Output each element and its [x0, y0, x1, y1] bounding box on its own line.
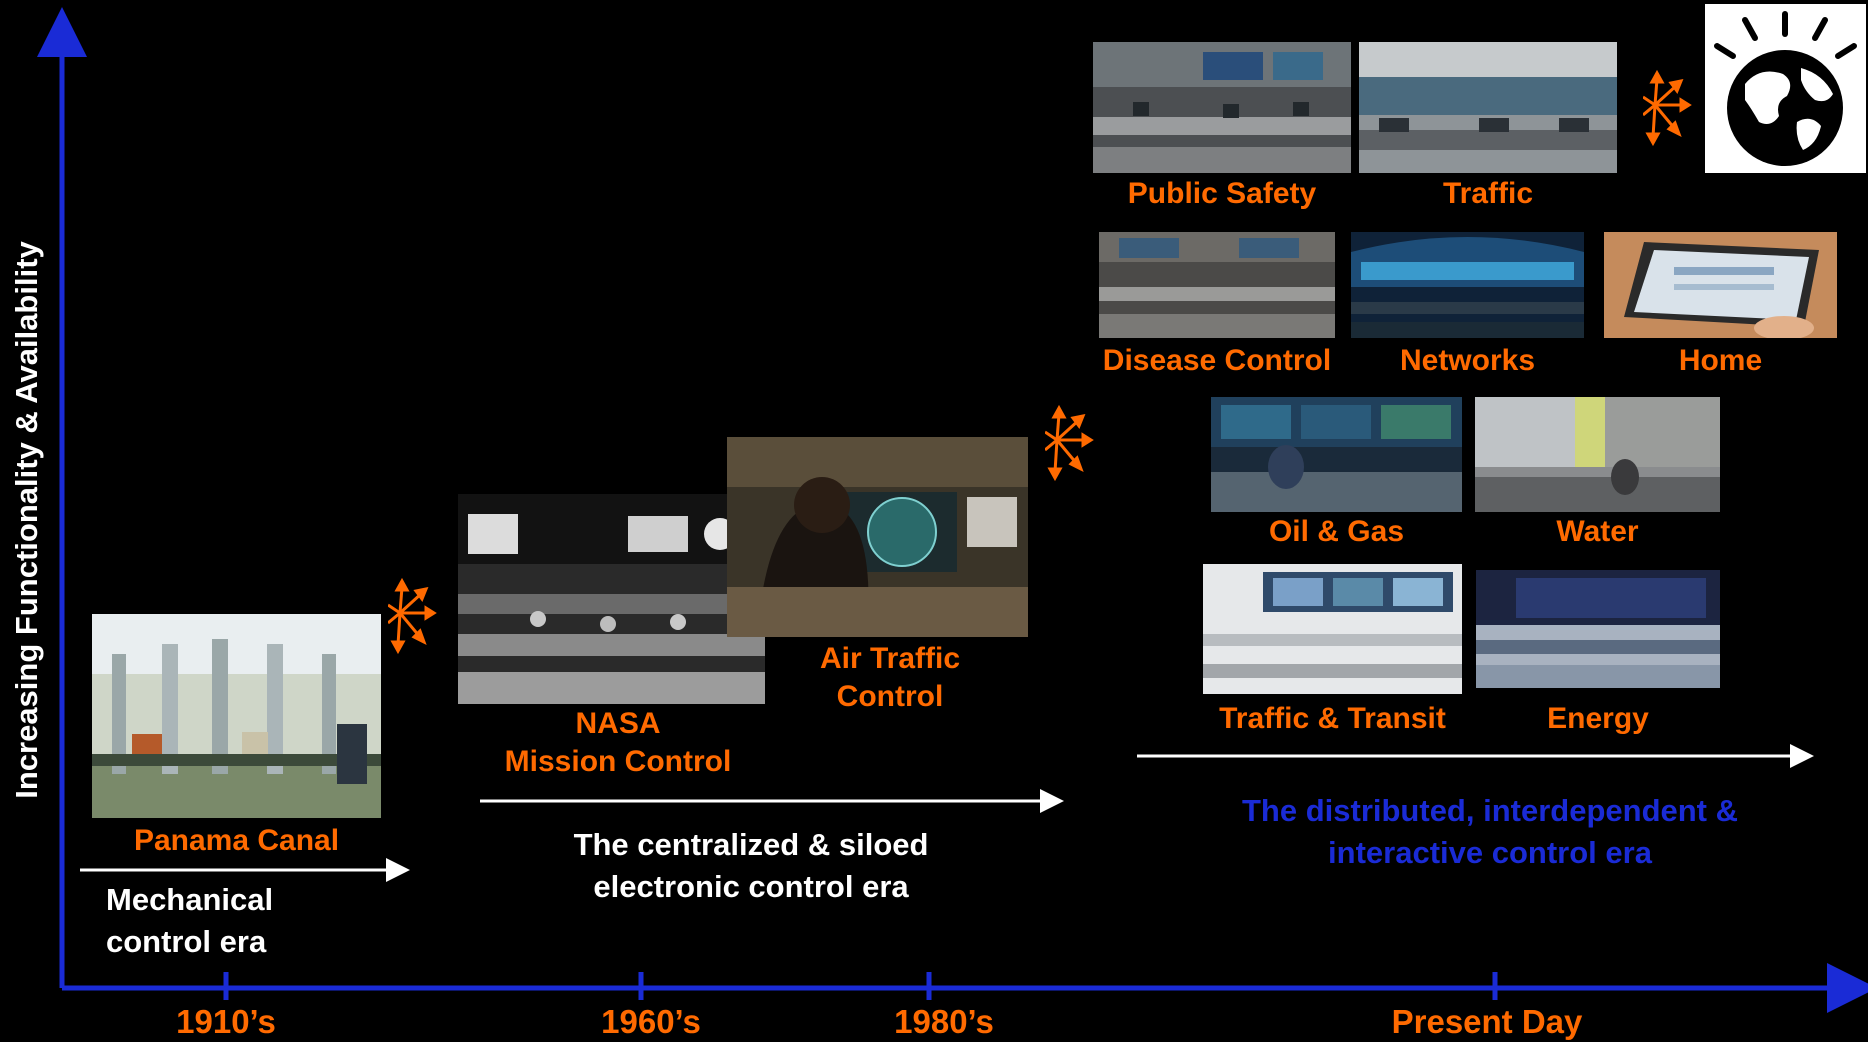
water-photo [1475, 397, 1720, 512]
air-traffic-control-photo [727, 437, 1028, 637]
caption-traffic-transit: Traffic & Transit [1219, 702, 1446, 735]
caption-traffic: Traffic [1442, 177, 1534, 210]
tick-label-1910: 1910’s [176, 1003, 276, 1040]
networks-photo [1351, 232, 1584, 338]
energy-photo [1476, 570, 1720, 688]
caption-disease-control: Disease Control [1102, 344, 1332, 377]
tick-label-1960: 1960’s [601, 1003, 701, 1040]
caption-atc-line2: Control [836, 680, 944, 713]
traffic-photo [1359, 42, 1617, 173]
caption-panama-canal: Panama Canal [133, 824, 340, 857]
smarter-planet-globe-icon [1705, 4, 1866, 173]
caption-home: Home [1678, 344, 1763, 377]
tick-label-present: Present Day [1391, 1003, 1583, 1040]
era-mechanical: Mechanical control era [106, 882, 274, 959]
nasa-mission-control-photo [458, 494, 765, 704]
caption-nasa-line1: NASA [575, 707, 661, 740]
burst-arrows-icon [388, 577, 437, 655]
burst-arrows-icon [1045, 404, 1094, 482]
caption-atc-line1: Air Traffic [819, 642, 961, 675]
caption-energy: Energy [1547, 702, 1649, 735]
caption-public-safety: Public Safety [1127, 177, 1317, 210]
burst-arrows-icon [1643, 69, 1692, 147]
era-centralized: The centralized & siloed electronic cont… [573, 827, 929, 904]
panama-canal-photo [92, 614, 381, 818]
caption-water: Water [1556, 515, 1639, 548]
tick-label-1980: 1980’s [894, 1003, 994, 1040]
oil-gas-photo [1211, 397, 1462, 512]
caption-nasa-line2: Mission Control [504, 745, 732, 778]
traffic-transit-photo [1203, 564, 1462, 694]
caption-networks: Networks [1399, 344, 1536, 377]
home-photo [1604, 232, 1837, 338]
public-safety-photo [1093, 42, 1351, 173]
caption-oil-gas: Oil & Gas [1268, 515, 1405, 548]
disease-control-photo [1099, 232, 1335, 338]
era-distributed: The distributed, interdependent & intera… [1241, 793, 1738, 870]
